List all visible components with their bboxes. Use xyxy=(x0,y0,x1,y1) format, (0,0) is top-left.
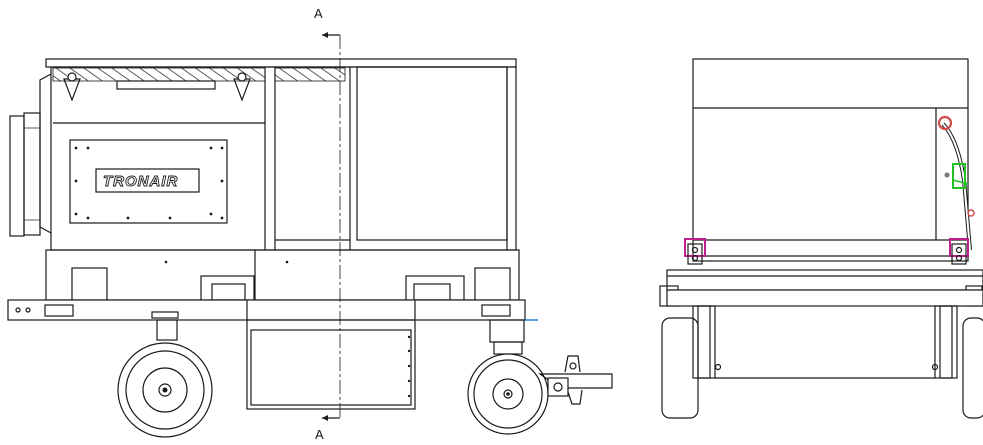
hatch-strip-left xyxy=(52,67,266,82)
rear-wheel xyxy=(117,319,213,438)
mount-block-2 xyxy=(200,275,255,301)
hatch-strip-right xyxy=(274,67,346,82)
handle-slot xyxy=(116,80,216,90)
end-base-plate xyxy=(666,269,983,291)
mount-block-1 xyxy=(71,267,108,301)
section-marker-top: A xyxy=(314,6,323,21)
side-view: TRONAIR xyxy=(7,32,613,438)
panel-screws xyxy=(74,146,224,220)
lift-hook-right xyxy=(233,78,251,102)
tow-hitch xyxy=(538,355,613,405)
brand-plate xyxy=(95,168,200,193)
mount-block-4 xyxy=(474,267,511,301)
end-intake xyxy=(39,73,52,234)
mount-block-3 xyxy=(405,275,465,301)
lift-hook-left xyxy=(63,78,81,102)
under-tank xyxy=(246,319,416,410)
end-wheel-right xyxy=(962,317,983,419)
section-marker-bottom: A xyxy=(315,427,324,442)
control-panel xyxy=(69,139,228,224)
brand-logo-text: TRONAIR xyxy=(103,173,178,190)
green-clamp xyxy=(952,163,966,189)
front-wheel xyxy=(467,319,549,435)
end-view xyxy=(659,58,983,419)
end-housing xyxy=(692,58,969,262)
top-rail xyxy=(45,58,517,68)
chassis-frame xyxy=(7,299,526,321)
hose-fitting-top xyxy=(937,115,953,131)
